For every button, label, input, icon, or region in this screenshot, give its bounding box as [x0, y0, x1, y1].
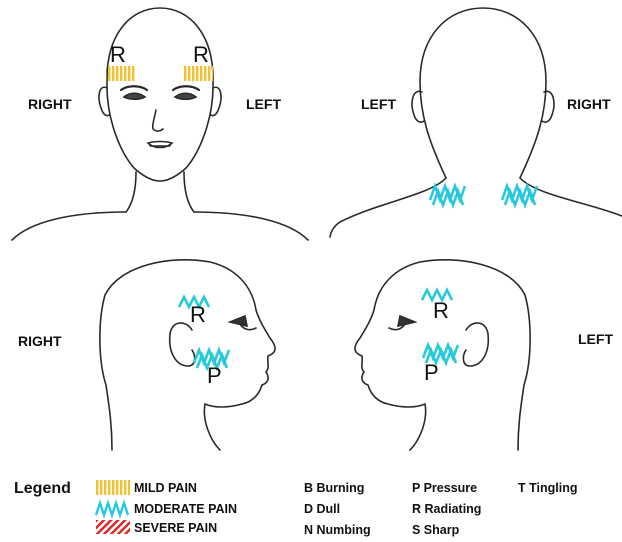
mild-pain-marker-front-left — [183, 66, 213, 81]
code-radiating: R Radiating — [412, 502, 481, 516]
code-dull: D Dull — [304, 502, 340, 516]
legend-severe-label: SEVERE PAIN — [134, 521, 217, 535]
side-view-right-label: RIGHT — [18, 333, 62, 349]
letter-left-profile-jaw: P — [424, 360, 439, 385]
code-pressure: P Pressure — [412, 481, 477, 495]
back-view-right-label: RIGHT — [567, 96, 611, 112]
legend-mild-pain: MILD PAIN — [134, 480, 197, 496]
code-tingling: T Tingling — [518, 481, 577, 495]
letter-left-profile-temple: R — [433, 298, 449, 323]
legend-severe-swatch — [96, 520, 130, 534]
legend-moderate-pain: MODERATE PAIN — [134, 501, 237, 517]
front-view-left-label: LEFT — [246, 96, 281, 112]
legend-mild-swatch — [96, 480, 130, 495]
legend-mild-label: MILD PAIN — [134, 481, 197, 495]
back-view-left-label: LEFT — [361, 96, 396, 112]
letter-right-profile-jaw: P — [207, 363, 222, 388]
legend-moderate-swatch — [96, 503, 128, 515]
legend-severe-pain: SEVERE PAIN — [134, 520, 217, 536]
code-sharp: S Sharp — [412, 523, 459, 537]
legend-title: Legend — [14, 480, 71, 498]
letter-right-profile-temple: R — [190, 302, 206, 327]
mild-pain-marker-front-right — [106, 66, 136, 81]
front-head-view — [12, 8, 308, 240]
code-burning: B Burning — [304, 481, 364, 495]
letter-front-left-temple: R — [193, 42, 209, 67]
letter-front-right-temple: R — [110, 42, 126, 67]
right-profile-view — [100, 260, 275, 450]
side-view-left-label: LEFT — [578, 331, 613, 347]
legend-moderate-label: MODERATE PAIN — [134, 502, 237, 516]
back-head-view — [330, 8, 622, 237]
code-numbing: N Numbing — [304, 523, 371, 537]
front-view-right-label: RIGHT — [28, 96, 72, 112]
